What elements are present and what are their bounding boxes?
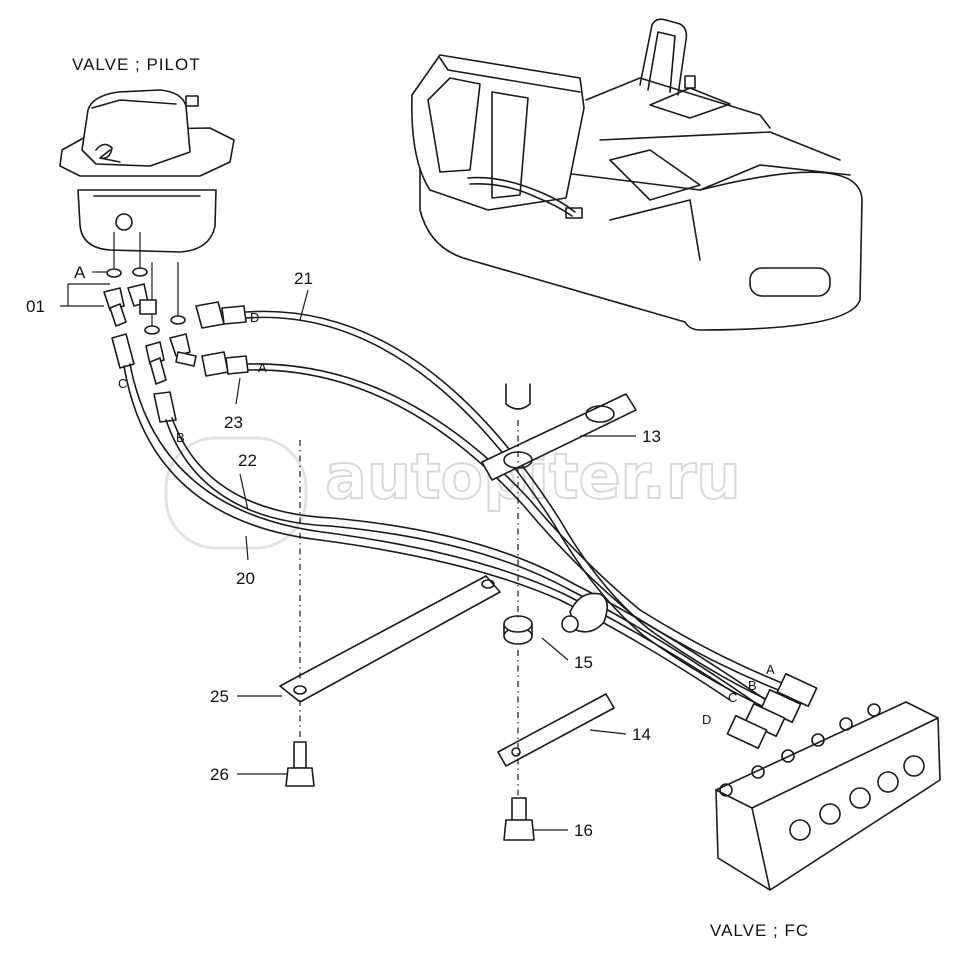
callout-14: 14	[632, 725, 651, 744]
port-letter-c-fc: C	[728, 690, 737, 705]
fc-valve-title: VALVE ; FC	[710, 921, 809, 940]
port-letter-a-pilot: A	[74, 263, 86, 282]
callout-13: 13	[642, 427, 661, 446]
callout-21: 21	[294, 269, 313, 288]
hose-bundle	[123, 310, 801, 717]
callout-23: 23	[224, 413, 243, 432]
fittings-group	[103, 232, 249, 423]
pilot-valve	[59, 89, 235, 253]
callout-15: 15	[574, 653, 593, 672]
fc-valve	[715, 701, 941, 891]
bolt-16	[503, 797, 535, 841]
port-letter-d-pilot: D	[250, 310, 259, 325]
bolt-26	[285, 741, 315, 787]
port-letter-b-fc: B	[748, 678, 757, 693]
fc-hose-ends	[726, 672, 818, 750]
callout-26: 26	[210, 765, 229, 784]
callout-01: 01	[26, 297, 45, 316]
callout-20: 20	[236, 569, 255, 588]
port-letter-a-fc: A	[766, 662, 775, 677]
bracket-25	[279, 575, 501, 703]
port-letter-d-fc: D	[702, 712, 711, 727]
callout-16: 16	[574, 821, 593, 840]
pilot-valve-title: VALVE ; PILOT	[72, 55, 201, 74]
bracket-13	[481, 383, 637, 481]
port-letter-a-hose: A	[258, 360, 267, 375]
excavator-illustration	[411, 18, 863, 331]
port-letter-b-pilot: B	[176, 430, 185, 445]
spacer-15	[503, 615, 533, 645]
callout-25: 25	[210, 687, 229, 706]
port-letter-c-pilot: C	[118, 376, 127, 391]
bracket-14	[497, 693, 615, 767]
callout-22: 22	[238, 451, 257, 470]
